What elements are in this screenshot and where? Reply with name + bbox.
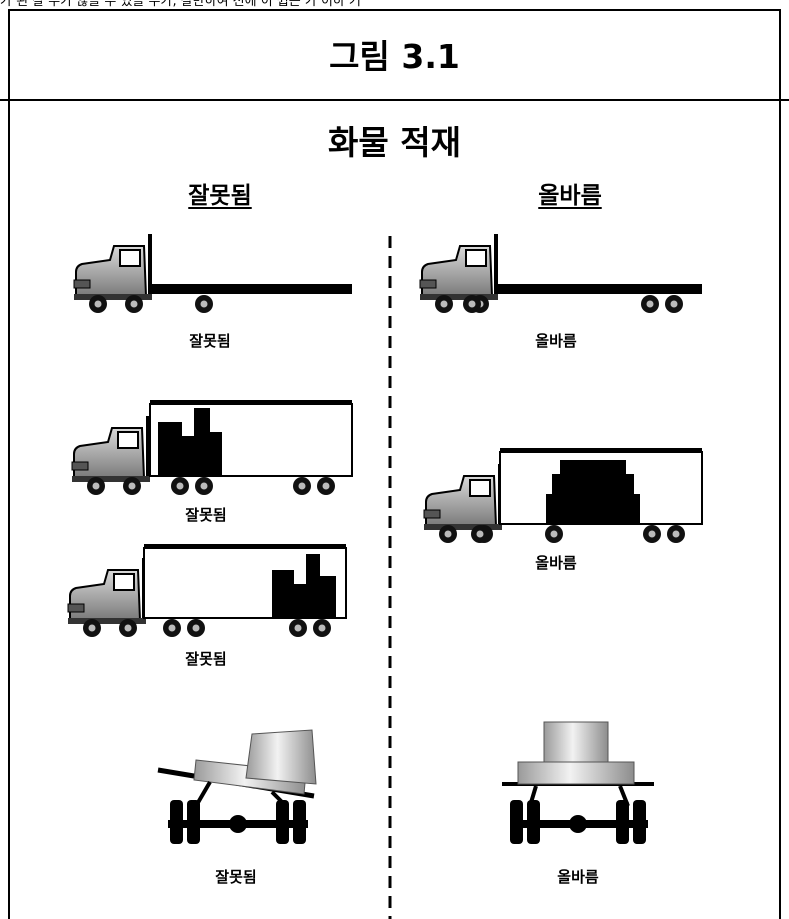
column-header-wrong: 잘못됨 [188, 183, 252, 209]
figure-title: 그림 3.1 [329, 37, 460, 76]
flatbed-truck-right [419, 233, 702, 314]
axle-load-right [502, 721, 654, 844]
caption-flatbed-right: 올바름 [535, 332, 577, 350]
box-trailer-right [423, 448, 703, 544]
caption-axle-right: 올바름 [557, 868, 599, 886]
caption-flatbed-wrong: 잘못됨 [189, 332, 231, 350]
caption-box-wrong-front: 잘못됨 [185, 506, 227, 524]
flatbed-truck-wrong [73, 233, 352, 314]
cut-off-text: 가 된 잘 수가 않을 수 있을 수가, 잘만하여 전에 이 쉽는 가 이하 거 [0, 0, 361, 9]
box-trailer-wrong-rear [67, 544, 347, 638]
box-trailer-wrong-front [71, 400, 353, 496]
figure-heading: 화물 적재 [328, 123, 461, 162]
column-header-right: 올바름 [538, 183, 602, 209]
caption-box-right: 올바름 [535, 554, 577, 572]
caption-axle-wrong: 잘못됨 [215, 868, 257, 886]
caption-box-wrong-rear: 잘못됨 [185, 650, 227, 668]
axle-load-wrong [157, 729, 317, 844]
